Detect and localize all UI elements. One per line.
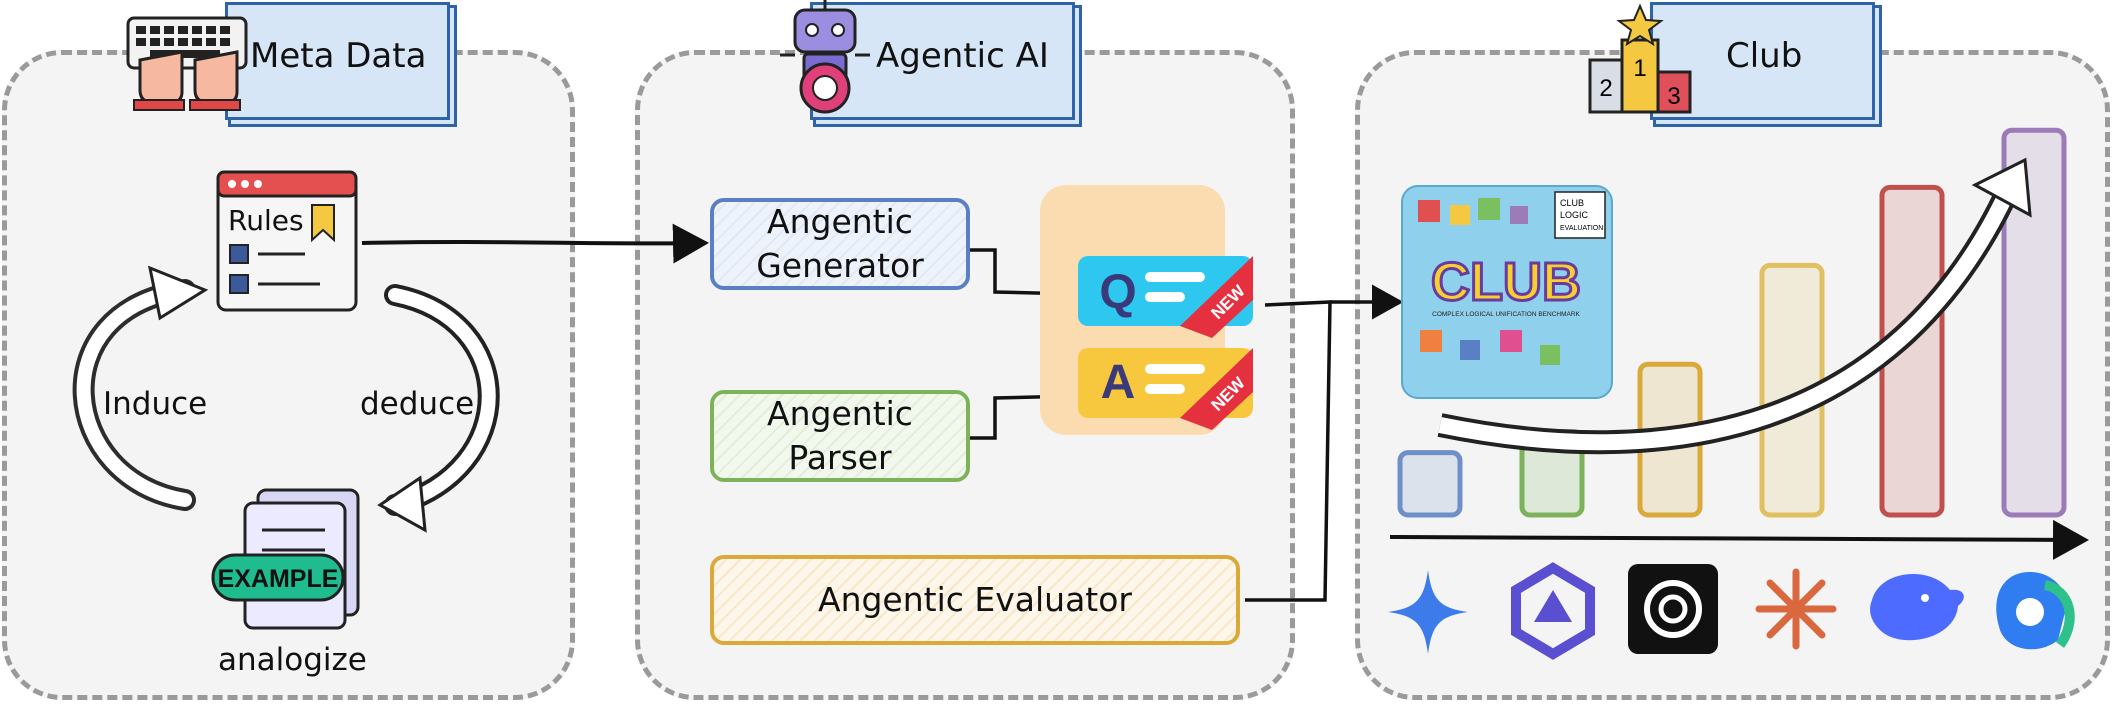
podium-trophy-icon: 2 1 3 [1588, 3, 1692, 114]
rules-label: Rules [228, 204, 304, 237]
gemini-icon [1388, 570, 1468, 654]
podium-third: 3 [1667, 83, 1680, 110]
parser-to-a-arrow [970, 379, 1079, 440]
rules-document-icon [216, 170, 358, 312]
evaluator-label: Angentic Evaluator [818, 580, 1132, 619]
x-axis-arrow [1389, 519, 2089, 560]
meta-data-header [225, 2, 450, 120]
analogize-label: analogize [218, 642, 367, 678]
rules-to-generator-arrow [361, 223, 709, 264]
robot-gear-icon [780, 0, 870, 114]
cover-tag-evaluation: EVALUATION [1560, 225, 1603, 232]
qa-to-club-arrow [1245, 300, 1332, 602]
club-cover-image: CLUB LOGIC EVALUATION CLUB COMPLEX LOGIC… [1401, 185, 1613, 399]
openai-icon [1628, 564, 1718, 654]
example-document-icon: EXAMPLE [211, 488, 360, 630]
parser-line2: Parser [788, 438, 892, 477]
deepseek-icon [1870, 573, 1964, 641]
qwen-icon [1511, 562, 1595, 660]
question-letter: Q [1099, 266, 1136, 319]
claude-icon [1755, 568, 1837, 650]
podium-first: 1 [1633, 55, 1646, 82]
angentic-evaluator-box: Angentic Evaluator [710, 555, 1240, 645]
agentic-ai-title: Agentic AI [876, 36, 1049, 76]
meta-data-title: Meta Data [250, 36, 427, 76]
generator-line1: Angentic [767, 202, 913, 241]
deduce-label: deduce [360, 386, 475, 422]
keyboard-typing-icon [126, 16, 248, 111]
cover-subtitle: COMPLEX LOGICAL UNIFICATION BENCHMARK [1432, 311, 1580, 318]
score-bar-6 [2001, 127, 2067, 518]
example-label: EXAMPLE [218, 565, 339, 593]
qa-card-icon: Q NEW A NEW [1040, 185, 1253, 435]
club-title: Club [1726, 36, 1803, 76]
generator-to-q-arrow [970, 248, 1079, 311]
generator-line2: Generator [756, 246, 924, 285]
answer-letter: A [1101, 356, 1136, 409]
cover-tag-logic: LOGIC [1560, 210, 1589, 220]
parser-line1: Angentic [767, 394, 913, 433]
cover-tag-club: CLUB [1560, 198, 1584, 208]
induce-label: Induce [103, 386, 208, 422]
podium-second: 2 [1599, 75, 1612, 102]
cover-title: CLUB [1431, 252, 1581, 312]
score-bar-1 [1397, 450, 1463, 518]
score-bars [1397, 127, 2067, 518]
copilot-icon [1996, 572, 2075, 650]
